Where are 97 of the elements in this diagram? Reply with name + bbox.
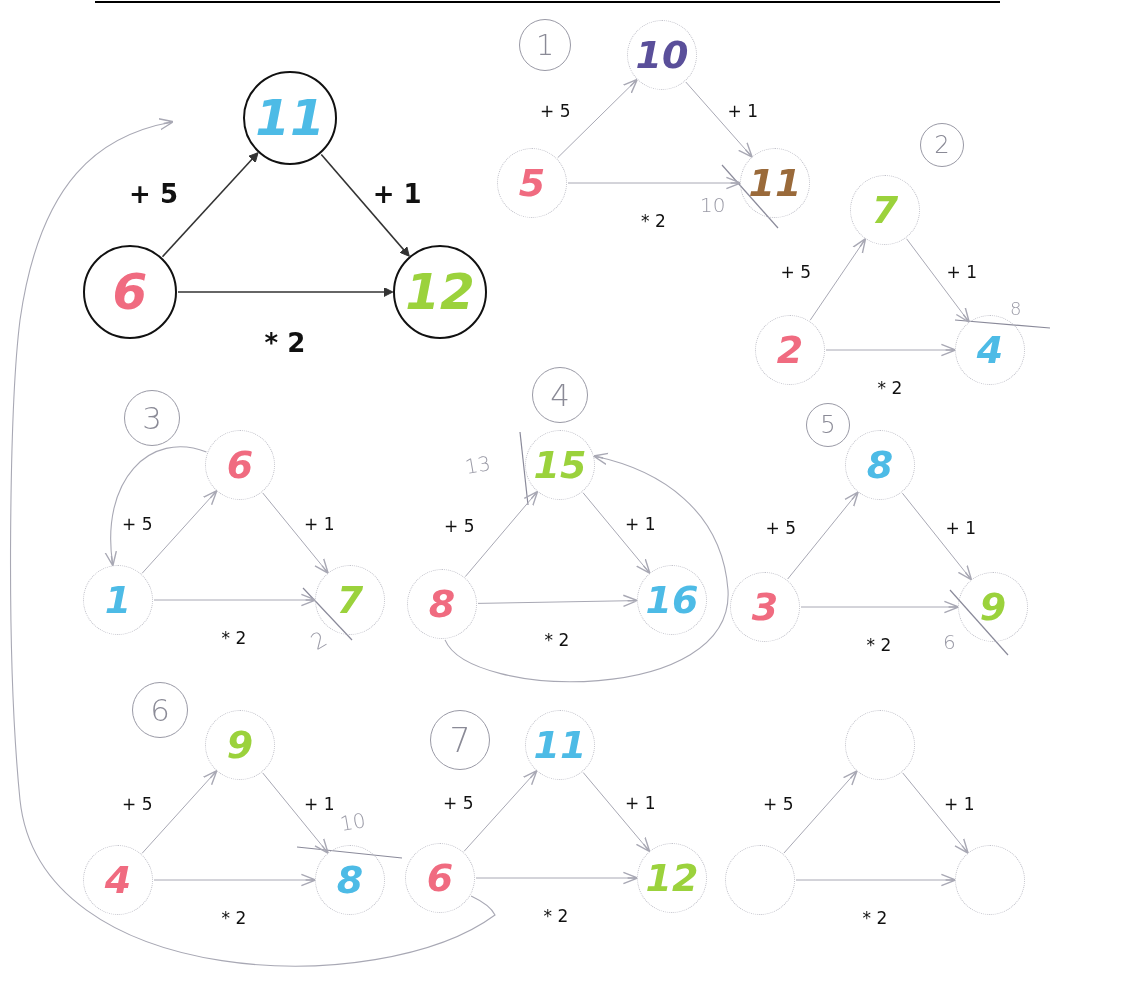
correction-number: 8 [1010, 300, 1022, 318]
arrow [901, 492, 973, 581]
arrow [809, 237, 867, 321]
edge-label: * 2 [862, 909, 888, 927]
edge-label: + 5 [443, 795, 474, 812]
handwritten-number: 9 [226, 726, 254, 764]
handwritten-number: 11 [255, 93, 325, 143]
pencil-arrow [105, 446, 207, 567]
handwritten-number: 1 [535, 30, 555, 60]
handwritten-number: 11 [533, 726, 587, 764]
arrow [567, 176, 742, 190]
handwritten-number: 5 [820, 412, 836, 438]
arrow [320, 153, 410, 257]
handwritten-number: 9 [979, 588, 1007, 626]
handwritten-number: 12 [405, 267, 475, 317]
edge-label: + 5 [122, 796, 153, 813]
handwritten-number: 5 [518, 164, 546, 202]
edge-label: * 2 [264, 330, 306, 356]
arrow [262, 772, 329, 854]
handwritten-number: 7 [449, 723, 471, 757]
edge-label: + 5 [122, 516, 153, 533]
arrow [582, 492, 651, 575]
arrow [475, 871, 639, 885]
edge-label: + 1 [946, 263, 977, 281]
handwritten-number: 16 [645, 581, 699, 619]
handwritten-number: 10 [635, 36, 689, 74]
correction-number: 10 [700, 195, 726, 215]
handwritten-number: 8 [866, 446, 894, 484]
arrow [787, 491, 859, 580]
arrow [262, 492, 329, 574]
arrow [685, 81, 753, 158]
arrow [153, 873, 317, 887]
arrow [902, 772, 969, 854]
arrow [906, 238, 970, 323]
handwritten-number: 12 [645, 859, 699, 897]
edge-label: + 1 [625, 516, 656, 533]
arrow [582, 772, 651, 853]
edge-label: + 1 [304, 516, 335, 533]
arrow [161, 152, 259, 258]
arrow [557, 78, 638, 159]
number-circle [243, 71, 337, 165]
handwritten-number: 2 [934, 132, 950, 158]
handwritten-number: 4 [104, 861, 132, 899]
edge-label: + 5 [765, 519, 796, 537]
edge-label: + 5 [763, 796, 794, 813]
handwritten-number: 4 [976, 331, 1004, 369]
edge-label: * 2 [877, 379, 903, 397]
handwritten-number: 8 [428, 585, 456, 623]
edge-label: + 1 [944, 796, 975, 813]
edge-label: + 5 [444, 518, 475, 535]
edge-label: + 5 [780, 263, 811, 281]
pencil-arrow [10, 118, 496, 967]
arrow [153, 593, 317, 607]
correction-number: 13 [463, 452, 492, 478]
edge-label: + 1 [945, 519, 976, 537]
edge-label: * 2 [866, 636, 892, 654]
handwritten-number: 3 [751, 588, 779, 626]
edge-label: + 1 [304, 796, 335, 813]
pencil-arrow [444, 453, 729, 683]
arrow [141, 769, 218, 854]
handwritten-number: 7 [336, 581, 364, 619]
number-circle [83, 245, 177, 339]
handwritten-number: 2 [776, 331, 804, 369]
correction-number: 6 [943, 632, 956, 652]
arrow [141, 489, 218, 574]
handwritten-number: 15 [533, 446, 587, 484]
handwritten-number: 3 [142, 402, 162, 434]
handwritten-number: 1 [104, 581, 132, 619]
handwritten-number: 6 [426, 859, 454, 897]
edge-label: + 5 [540, 102, 571, 120]
number-circle [393, 245, 487, 339]
arrow [783, 770, 858, 854]
edge-label: + 1 [727, 102, 758, 120]
correction-number: 2 [307, 627, 331, 655]
correction-number: 10 [338, 809, 367, 835]
arrow [177, 287, 394, 297]
edge-label: + 5 [129, 181, 179, 208]
arrow [464, 490, 539, 578]
edge-label: + 1 [625, 795, 656, 812]
handwritten-number: 7 [871, 191, 899, 229]
edge-label: + 1 [372, 181, 422, 208]
arrow [477, 594, 639, 608]
edge-label: * 2 [221, 909, 247, 927]
handwritten-number: 4 [550, 379, 570, 411]
handwritten-number: 11 [748, 164, 802, 202]
edge-label: * 2 [641, 212, 666, 230]
arrow [463, 769, 538, 852]
handwritten-number: 6 [112, 267, 148, 317]
handwritten-number: 8 [336, 861, 364, 899]
edge-label: * 2 [544, 631, 570, 649]
arrow [825, 343, 957, 357]
handwritten-number: 6 [226, 446, 254, 484]
edge-label: * 2 [543, 907, 569, 925]
edge-label: * 2 [221, 629, 247, 647]
handwritten-number: 6 [150, 694, 170, 726]
arrow [795, 873, 957, 887]
arrow [800, 600, 960, 614]
